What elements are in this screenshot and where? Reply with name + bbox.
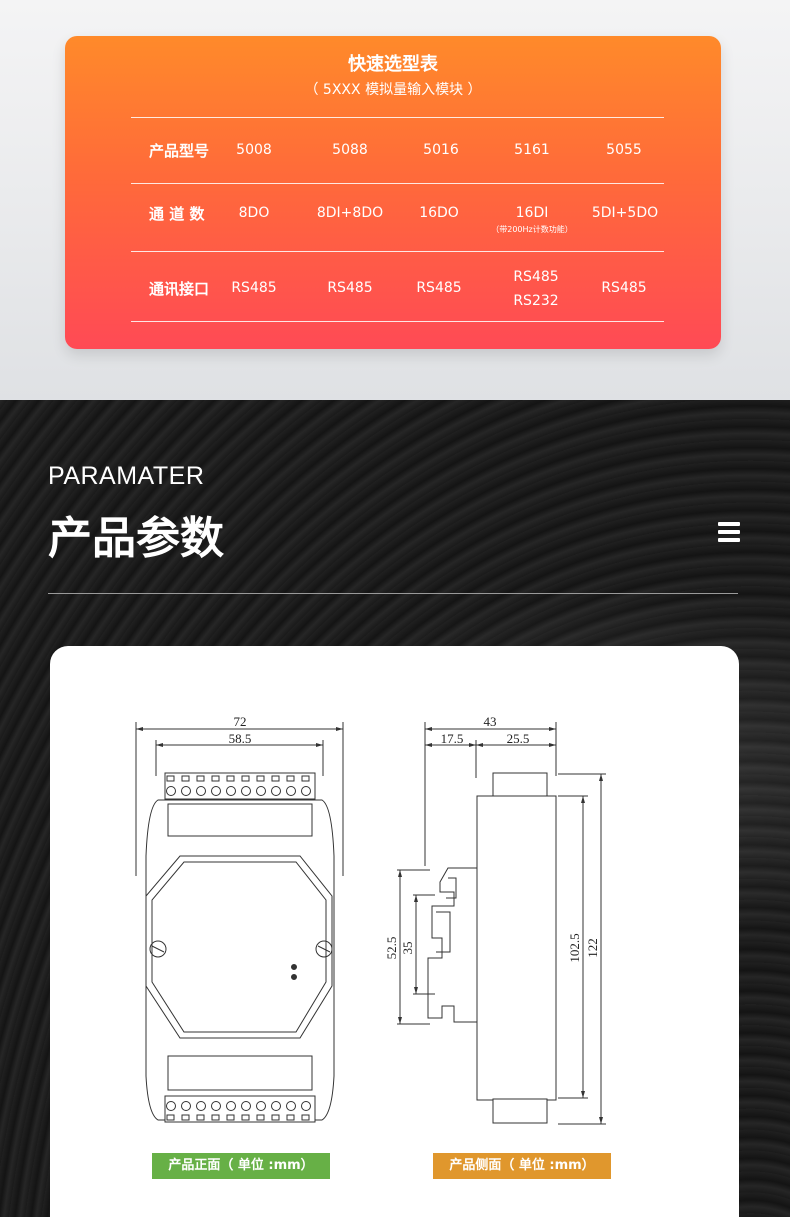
front-width-inner: 58.5	[229, 731, 252, 746]
row-label-model: 产品型号	[149, 142, 210, 160]
row-label-channels: 通 道 数	[149, 205, 205, 223]
dimension-drawing: 72 58.5	[135, 714, 606, 1125]
cell-interface-4: RS485 RS232	[481, 265, 591, 313]
cell-channels-4-note: （带200Hz计数功能）	[491, 225, 573, 234]
selection-table-card: 快速选型表 （ 5XXX 模拟量输入模块 ） 产品型号 5008 5088 50…	[65, 36, 721, 349]
hamburger-menu-icon[interactable]	[718, 522, 740, 542]
cell-channels-5: 5DI+5DO	[591, 205, 659, 221]
table-title: 快速选型表	[348, 54, 438, 75]
cell-interface-4-line1: RS485	[513, 269, 559, 285]
cell-channels-4: 16DI （带200Hz计数功能）	[477, 201, 587, 235]
table-rule	[131, 251, 664, 252]
cell-channels-4-value: 16DI	[515, 205, 549, 221]
cell-channels-2: 8DI+8DO	[316, 205, 384, 221]
cell-model-3: 5016	[423, 142, 459, 158]
table-subtitle: （ 5XXX 模拟量输入模块 ）	[304, 82, 482, 98]
table-rule	[131, 321, 664, 322]
cell-channels-3: 16DO	[419, 205, 459, 221]
side-depth-a: 17.5	[441, 731, 464, 746]
table-rule	[131, 117, 664, 118]
cell-interface-3: RS485	[416, 280, 462, 296]
row-label-interface: 通讯接口	[149, 280, 210, 298]
section-divider	[48, 593, 738, 594]
side-rail-inner: 35	[400, 942, 415, 955]
section-title: 产品参数	[48, 513, 224, 564]
side-depth-b: 25.5	[507, 731, 530, 746]
side-rail-outer: 52.5	[384, 937, 399, 960]
front-view: 72 58.5	[135, 714, 344, 1123]
product-parameters-section: PARAMATER 产品参数 72 58.5	[0, 400, 790, 1217]
side-height-inner: 102.5	[567, 933, 582, 962]
selection-table-section: 快速选型表 （ 5XXX 模拟量输入模块 ） 产品型号 5008 5088 50…	[0, 0, 790, 400]
side-depth-total: 43	[484, 714, 497, 729]
table-rule	[131, 183, 664, 184]
front-width-total: 72	[234, 714, 247, 729]
cell-interface-4-line2: RS232	[513, 293, 559, 309]
cell-model-2: 5088	[332, 142, 368, 158]
cell-interface-1: RS485	[231, 280, 277, 296]
side-view-caption: 产品侧面（ 单位 :mm）	[433, 1153, 611, 1179]
dimension-drawing-card: 72 58.5	[50, 646, 739, 1217]
front-view-caption: 产品正面（ 单位 :mm）	[152, 1153, 330, 1179]
section-eyebrow: PARAMATER	[48, 462, 205, 490]
cell-interface-2: RS485	[327, 280, 373, 296]
cell-model-1: 5008	[236, 142, 272, 158]
side-height-total: 122	[585, 938, 600, 958]
side-view: 43 17.5 25.5	[384, 714, 606, 1125]
cell-model-4: 5161	[514, 142, 550, 158]
cell-interface-5: RS485	[601, 280, 647, 296]
cell-model-5: 5055	[606, 142, 642, 158]
cell-channels-1: 8DO	[238, 205, 270, 221]
